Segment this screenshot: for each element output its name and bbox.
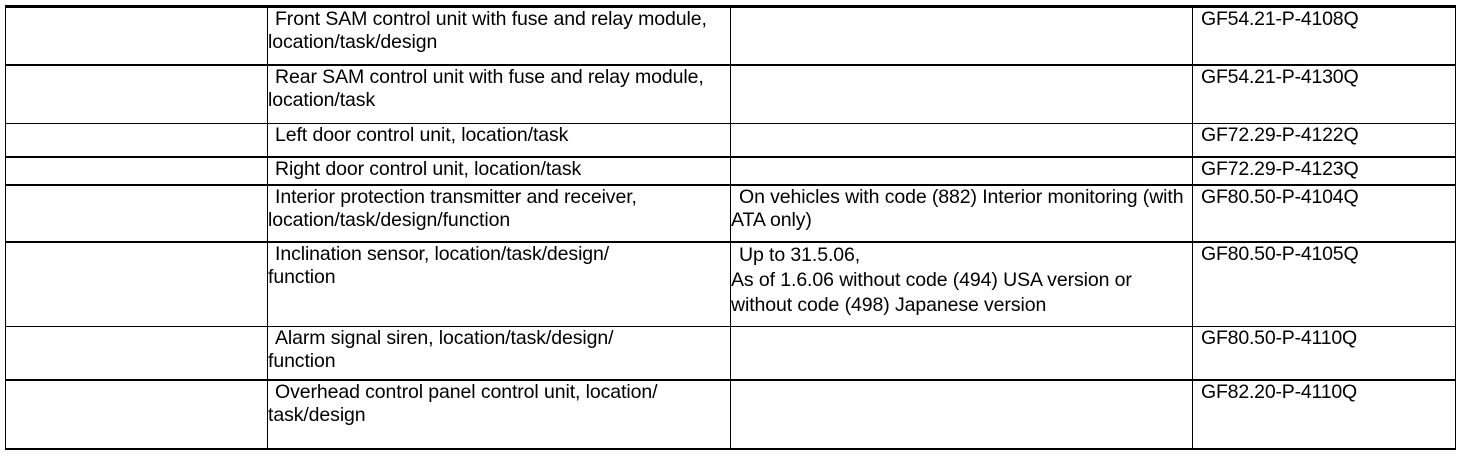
marker-text — [6, 323, 20, 352]
marker-text — [6, 4, 20, 33]
table-row: Overhead control panel control unit, loc… — [5, 377, 1456, 450]
table-row: Front SAM control unit with fuse and rel… — [5, 4, 1456, 66]
cell-description: Rear SAM control unit with fuse and rela… — [267, 64, 731, 124]
description-text: Front SAM control unit with fuse and rel… — [268, 8, 707, 53]
marker-text — [6, 120, 20, 149]
cell-description: Interior protection transmitter and rece… — [267, 184, 731, 243]
description-text: Overhead control panel control unit, loc… — [268, 380, 658, 426]
description-text: Rear SAM control unit with fuse and rela… — [268, 65, 704, 111]
description-text: Inclination sensor, location/task/design… — [268, 242, 610, 288]
cell-description: Left door control unit, location/task — [267, 123, 731, 158]
cell-marker — [5, 154, 268, 186]
marker-text — [6, 182, 20, 211]
cell-condition — [730, 154, 1193, 186]
cell-description: Overhead control panel control unit, loc… — [267, 379, 731, 450]
cell-description: Alarm signal siren, location/task/design… — [267, 326, 731, 381]
condition-text: Up to 31.5.06, As of 1.6.06 without code… — [731, 243, 1132, 316]
cell-description: Front SAM control unit with fuse and rel… — [267, 5, 731, 66]
cell-document-number: GF72.29-P-4122Q — [1192, 123, 1456, 158]
cell-document-number: GF80.50-P-4104Q — [1192, 184, 1456, 243]
cell-document-number: GF80.50-P-4110Q — [1192, 326, 1456, 381]
document-number-text: GF80.50-P-4105Q — [1201, 242, 1359, 265]
table-body: Front SAM control unit with fuse and rel… — [5, 4, 1456, 450]
condition-text — [731, 4, 746, 33]
table-row: Interior protection transmitter and rece… — [5, 182, 1456, 243]
cell-marker — [5, 4, 268, 66]
marker-text — [6, 377, 20, 406]
cell-condition: Up to 31.5.06, As of 1.6.06 without code… — [730, 241, 1193, 327]
cell-condition — [730, 4, 1193, 66]
table-row: Left door control unit, location/task GF… — [5, 123, 1456, 158]
cell-description: Right door control unit, location/task — [267, 156, 731, 186]
condition-text — [731, 323, 746, 352]
cell-marker — [5, 182, 268, 243]
table-row: Alarm signal siren, location/task/design… — [5, 326, 1456, 381]
document-number-text: GF82.20-P-4110Q — [1201, 380, 1357, 403]
cell-document-number: GF72.29-P-4123Q — [1192, 156, 1456, 186]
table-row: Inclination sensor, location/task/design… — [5, 239, 1456, 327]
document-number-text: GF80.50-P-4104Q — [1201, 185, 1359, 208]
description-text: Alarm signal siren, location/task/design… — [268, 327, 614, 372]
cell-condition: On vehicles with code (882) Interior mon… — [730, 184, 1193, 243]
marker-text — [6, 154, 20, 183]
cell-document-number: GF82.20-P-4110Q — [1192, 379, 1456, 450]
description-text: Right door control unit, location/task — [275, 157, 582, 180]
document-number-text: GF54.21-P-4108Q — [1201, 8, 1359, 30]
table-row: Rear SAM control unit with fuse and rela… — [5, 62, 1456, 124]
cell-document-number: GF54.21-P-4108Q — [1192, 5, 1456, 66]
document-number-text: GF72.29-P-4123Q — [1201, 157, 1359, 180]
document-reference-table: Front SAM control unit with fuse and rel… — [5, 5, 1456, 450]
document-number-text: GF72.29-P-4122Q — [1201, 124, 1359, 146]
cell-marker — [5, 377, 268, 450]
cell-marker — [5, 239, 268, 327]
cell-marker — [5, 326, 268, 381]
condition-text — [731, 120, 746, 149]
cell-condition — [730, 377, 1193, 450]
cell-condition — [730, 62, 1193, 124]
marker-text — [6, 62, 20, 91]
condition-text: On vehicles with code (882) Interior mon… — [731, 185, 1184, 231]
cell-description: Inclination sensor, location/task/design… — [267, 241, 731, 327]
condition-text — [731, 62, 746, 91]
marker-text — [6, 239, 20, 268]
cell-document-number: GF54.21-P-4130Q — [1192, 64, 1456, 124]
cell-marker — [5, 123, 268, 158]
cell-document-number: GF80.50-P-4105Q — [1192, 241, 1456, 327]
condition-text — [731, 377, 746, 406]
condition-text — [731, 154, 746, 183]
cell-condition — [730, 123, 1193, 158]
description-text: Left door control unit, location/task — [275, 124, 569, 146]
document-number-text: GF80.50-P-4110Q — [1201, 327, 1357, 349]
cell-marker — [5, 62, 268, 124]
document-number-text: GF54.21-P-4130Q — [1201, 65, 1359, 88]
cell-condition — [730, 326, 1193, 381]
table-row: Right door control unit, location/task G… — [5, 154, 1456, 186]
description-text: Interior protection transmitter and rece… — [268, 185, 637, 231]
